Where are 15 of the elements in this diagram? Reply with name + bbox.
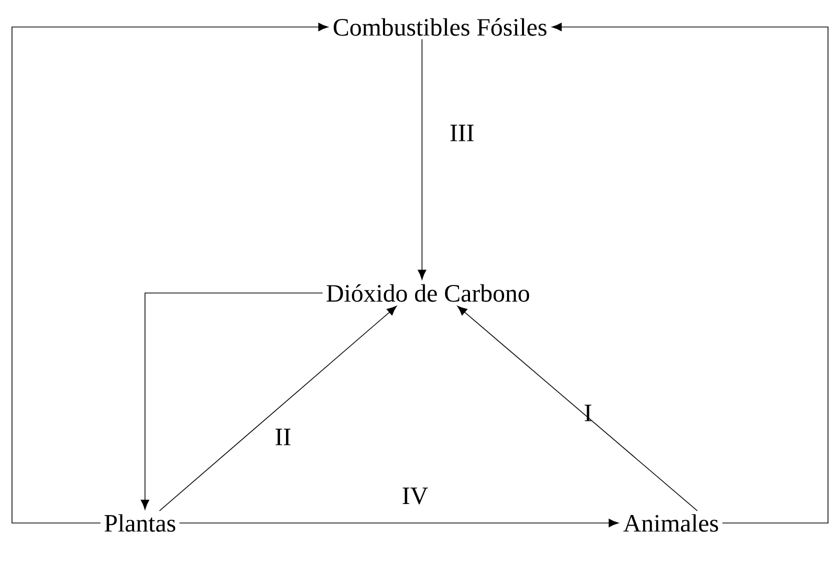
arrow — [140, 292, 323, 510]
edge-label: I — [584, 404, 592, 422]
edge-label: II — [276, 428, 290, 446]
arrow — [159, 306, 397, 512]
node-label: Animales — [623, 514, 718, 532]
arrow — [179, 518, 619, 528]
arrow — [12, 22, 328, 524]
node-label: Plantas — [104, 514, 176, 532]
edge-label: IV — [402, 488, 428, 504]
node-label: Combustibles Fósiles — [334, 18, 546, 36]
arrow — [418, 38, 426, 280]
arrow — [457, 306, 698, 512]
arrow — [552, 22, 828, 524]
edge-label: III — [450, 124, 474, 142]
node-label: Dióxido de Carbono — [326, 284, 530, 302]
